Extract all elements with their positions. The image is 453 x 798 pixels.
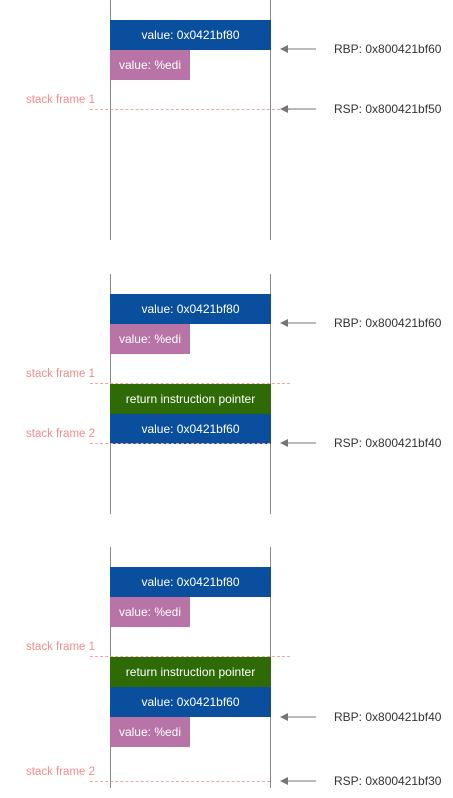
register-label: RSP: 0x800421bf30 [334, 774, 442, 788]
stack-frame-label: stack frame 1 [26, 368, 96, 380]
register-pointer-rsp: RSP: 0x800421bf30 [280, 774, 441, 788]
arrow-left-icon [280, 439, 316, 447]
stack-block: value: 0x0421bf80 [110, 294, 271, 324]
stack-frame-divider [90, 109, 290, 110]
stack-frame-divider [90, 656, 290, 657]
register-pointer-rsp: RSP: 0x800421bf40 [280, 436, 441, 450]
stack-frame-label: stack frame 2 [26, 428, 96, 440]
stack-block-text: value: %edi [118, 605, 182, 619]
arrow-left-icon [280, 45, 316, 53]
register-pointer-rbp: RBP: 0x800421bf40 [280, 710, 441, 724]
stack-block: value: 0x0421bf60 [110, 414, 271, 444]
arrow-left-icon [280, 319, 316, 327]
register-pointer-rbp: RBP: 0x800421bf60 [280, 316, 441, 330]
stack-frame-divider [90, 781, 270, 782]
stack-frame-divider [90, 443, 270, 444]
stack-block-text: return instruction pointer [125, 665, 256, 679]
stack-frame-label: stack frame 1 [26, 94, 96, 106]
stack-right-edge [270, 0, 271, 240]
stack-frame-label: stack frame 2 [26, 766, 96, 778]
stack-block: return instruction pointer [110, 657, 271, 687]
stack-block-text: value: 0x0421bf80 [141, 28, 240, 42]
register-label: RBP: 0x800421bf40 [334, 710, 442, 724]
stack-block-text: value: 0x0421bf80 [141, 575, 240, 589]
arrow-left-icon [280, 713, 316, 721]
stack-frame-divider [90, 383, 290, 384]
stack-block-text: value: 0x0421bf60 [141, 422, 240, 436]
arrow-left-icon [280, 105, 316, 113]
register-pointer-rsp: RSP: 0x800421bf50 [280, 102, 441, 116]
register-label: RBP: 0x800421bf60 [334, 42, 442, 56]
stack-block-text: value: %edi [118, 58, 182, 72]
stack-block: value: %edi [110, 597, 190, 627]
stack-left-edge [110, 0, 111, 240]
register-pointer-rbp: RBP: 0x800421bf60 [280, 42, 441, 56]
stack-block: value: 0x0421bf80 [110, 567, 271, 597]
stack-block: value: %edi [110, 717, 190, 747]
stack-block-text: value: 0x0421bf60 [141, 695, 240, 709]
stack-block: value: 0x0421bf80 [110, 20, 271, 50]
stack-block-text: return instruction pointer [125, 392, 256, 406]
stack-panel-1: value: 0x0421bf80 value: %edi stack fram… [0, 0, 453, 245]
stack-block-text: value: %edi [118, 725, 182, 739]
arrow-left-icon [280, 777, 316, 785]
stack-block-text: value: %edi [118, 332, 182, 346]
stack-panel-2: value: 0x0421bf80 value: %edi stack fram… [0, 274, 453, 519]
stack-block: value: %edi [110, 324, 190, 354]
stack-block-text: value: 0x0421bf80 [141, 302, 240, 316]
register-label: RBP: 0x800421bf60 [334, 316, 442, 330]
stack-panel-3: value: 0x0421bf80 value: %edi stack fram… [0, 547, 453, 798]
stack-block: value: 0x0421bf60 [110, 687, 271, 717]
stack-block: value: %edi [110, 50, 190, 80]
stack-block: return instruction pointer [110, 384, 271, 414]
stack-frame-label: stack frame 1 [26, 641, 96, 653]
register-label: RSP: 0x800421bf40 [334, 436, 442, 450]
register-label: RSP: 0x800421bf50 [334, 102, 442, 116]
